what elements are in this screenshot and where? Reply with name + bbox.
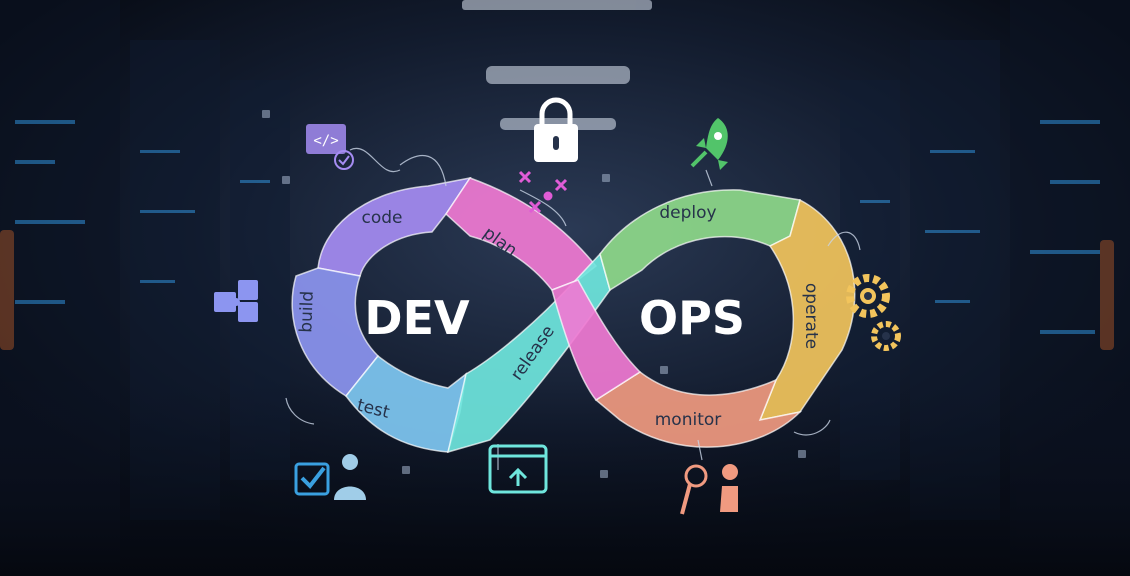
label-build: build xyxy=(296,291,317,333)
floor-shade xyxy=(0,380,1130,576)
ops-label: OPS xyxy=(639,291,745,345)
dev-label: DEV xyxy=(364,291,470,345)
rocket-icon xyxy=(690,118,728,170)
svg-text:</>: </> xyxy=(313,133,338,149)
checklist-user-icon xyxy=(294,454,366,500)
code-window-icon: </> xyxy=(306,124,354,170)
segment-plan-tail xyxy=(551,279,642,401)
label-code: code xyxy=(362,208,403,228)
floating-lock-glyphs xyxy=(262,110,806,478)
label-deploy: deploy xyxy=(659,203,716,223)
gears-icon xyxy=(846,274,901,351)
segment-monitor xyxy=(594,371,803,448)
cross-marks-icon xyxy=(518,170,568,214)
infinity-loop xyxy=(291,176,856,454)
ceiling-lights xyxy=(462,0,652,130)
segment-code xyxy=(317,176,472,277)
server-racks-left xyxy=(0,0,290,576)
lock-icon xyxy=(534,97,578,162)
label-monitor: monitor xyxy=(655,410,722,430)
browser-upload-icon xyxy=(488,444,548,494)
puzzle-icon xyxy=(214,280,258,322)
label-operate: operate xyxy=(801,283,821,349)
magnifier-user-icon xyxy=(680,464,738,515)
